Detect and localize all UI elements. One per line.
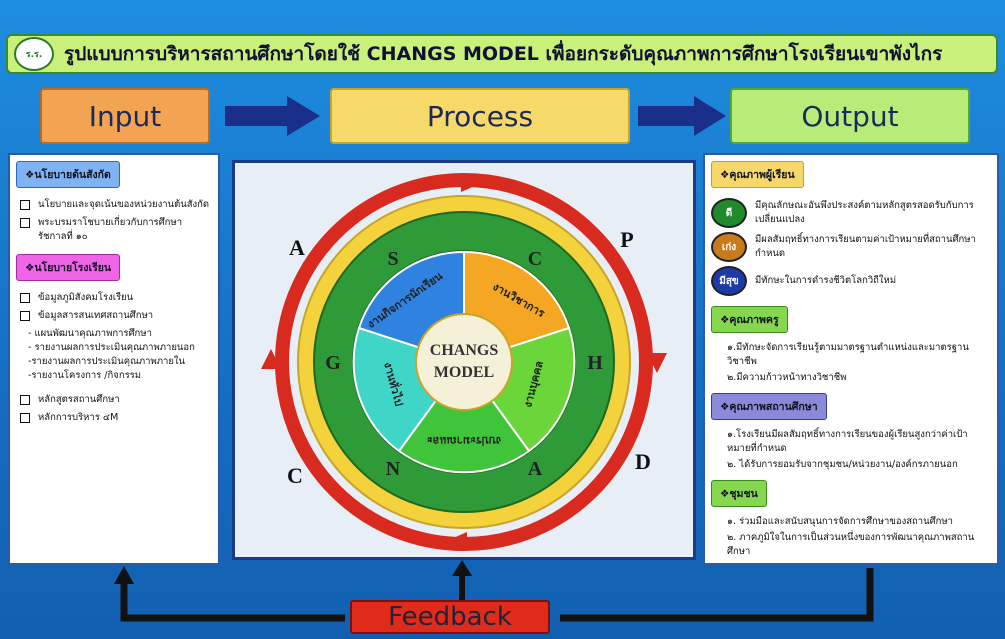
feedback-line — [560, 568, 874, 622]
quality-item: มีสุข มีทักษะในการดำรงชีวิตโลกวิถีใหม่ — [711, 266, 991, 296]
quality-text: มีคุณลักษณะอันพึงประสงค์ตามหลักสูตรสอดรั… — [755, 200, 974, 225]
center-label-line2: MODEL — [434, 364, 494, 381]
page-title: รูปแบบการบริหารสถานศึกษาโดยใช้ CHANGS MO… — [64, 43, 943, 65]
center-label-line1: CHANGS — [430, 342, 499, 359]
quality-text: มีผลสัมฤทธิ์ทางการเรียนตามค่าเป้าหมายที่… — [755, 234, 976, 259]
process-stage-header: Process — [330, 88, 630, 144]
list-item: ข้อมูลภูมิสังคมโรงเรียน — [20, 291, 210, 305]
section-header: ❖ชุมชน — [711, 480, 767, 507]
smart-badge-icon: เก่ง — [711, 232, 747, 262]
output-panel: ❖คุณภาพผู้เรียน ดี มีคุณลักษณะอันพึงประส… — [703, 153, 999, 565]
list-item: พระบรมราโชบายเกี่ยวกับการศึกษา รัชกาลที่… — [20, 216, 210, 244]
list-item: หลักการบริหาร ๔M — [20, 411, 210, 425]
segment-budget — [397, 360, 531, 474]
good-badge-icon: ดี — [711, 198, 747, 228]
output-stage-header: Output — [730, 88, 970, 144]
arrowhead-icon — [451, 532, 467, 546]
sub-item: - รายงานผลการประเมินคุณภาพภายนอก — [28, 342, 195, 353]
list-item: นโยบายและจุดเน้นของหน่วยงานต้นสังกัด — [20, 198, 210, 212]
arrow-right-icon — [225, 96, 320, 136]
checkbox-icon — [20, 395, 30, 405]
ring-letter-n: N — [386, 458, 401, 480]
checkbox-icon — [20, 218, 30, 228]
checkbox-icon — [20, 413, 30, 423]
arrowhead-icon — [647, 353, 667, 373]
quality-text: มีทักษะในการดำรงชีวิตโลกวิถีใหม่ — [755, 275, 897, 286]
sub-item: -รายงานผลการประเมินคุณภาพภายใน — [28, 356, 186, 367]
feedback-label: Feedback — [350, 600, 550, 634]
checkbox-icon — [20, 311, 30, 321]
list-item: หลักสูตรสถานศึกษา — [20, 393, 210, 407]
section-header: ❖นโยบายต้นสังกัด — [16, 161, 120, 188]
ring-letter-s: S — [387, 248, 398, 270]
arrowhead-icon — [461, 178, 477, 192]
input-panel: ❖นโยบายต้นสังกัด นโยบายและจุดเน้นของหน่ว… — [8, 153, 220, 565]
school-logo-icon: ร.ร. — [14, 37, 54, 71]
sub-item: - แผนพัฒนาคุณภาพการศึกษา — [28, 328, 152, 339]
checkbox-icon — [20, 200, 30, 210]
list-item: ข้อมูลสารสนเทศสถานศึกษา — [20, 309, 210, 323]
pdca-letter-d: D — [635, 449, 651, 474]
input-stage-header: Input — [40, 88, 210, 144]
checkbox-icon — [20, 293, 30, 303]
section-header: ❖คุณภาพผู้เรียน — [711, 161, 804, 188]
section-header: ❖คุณภาพครู — [711, 306, 788, 333]
ring-letter-a: A — [528, 458, 543, 480]
pdca-letter-a: A — [289, 235, 305, 260]
process-panel: CHANGS MODEL งานวิชาการ งานบุคคล งบประมา… — [232, 160, 696, 560]
quality-item: เก่ง มีผลสัมฤทธิ์ทางการเรียนตามค่าเป้าหม… — [711, 232, 991, 262]
section-header: ❖นโยบายโรงเรียน — [16, 254, 121, 281]
arrow-right-icon — [638, 96, 726, 136]
list-item: ๑.มีทักษะจัดการเรียนรู้ตามมาตรฐานตำแหน่ง… — [727, 342, 969, 367]
arrow-up-icon — [452, 560, 472, 576]
ring-letter-g: G — [325, 352, 341, 374]
quality-item: ดี มีคุณลักษณะอันพึงประสงค์ตามหลักสูตรสอ… — [711, 198, 991, 228]
feedback-loop-arrows — [114, 560, 874, 622]
list-item: ๑.โรงเรียนมีผลสัมฤทธิ์ทางการเรียนของผู้เ… — [727, 429, 968, 454]
segment-label: งบประมาณและ — [427, 434, 502, 447]
list-item: ๒. ได้รับการยอมรับจากชุมชน/หน่วยงาน/องค์… — [727, 459, 958, 470]
ring-letter-h: H — [587, 352, 603, 374]
list-item: ๒. ภาคภูมิใจในการเป็นส่วนหนึ่งของการพัฒน… — [727, 532, 975, 557]
list-item: ๑. ร่วมมือและสนับสนุนการจัดการศึกษาของสถ… — [727, 516, 953, 527]
changs-model-diagram: CHANGS MODEL งานวิชาการ งานบุคคล งบประมา… — [261, 173, 667, 551]
feedback-line — [120, 582, 345, 622]
sub-item: -รายงานโครงการ /กิจกรรม — [28, 370, 142, 381]
ring-letter-c: C — [528, 248, 542, 270]
list-item: ๒.มีความก้าวหน้าทางวิชาชีพ — [727, 372, 847, 383]
happy-badge-icon: มีสุข — [711, 266, 747, 296]
pdca-letter-c: C — [287, 463, 303, 488]
section-header: ❖คุณภาพสถานศึกษา — [711, 393, 827, 420]
pdca-letter-p: P — [620, 227, 633, 252]
center-circle — [415, 313, 513, 411]
title-bar: ร.ร. รูปแบบการบริหารสถานศึกษาโดยใช้ CHAN… — [6, 34, 998, 74]
arrow-up-icon — [114, 566, 134, 584]
arrowhead-icon — [261, 349, 281, 369]
